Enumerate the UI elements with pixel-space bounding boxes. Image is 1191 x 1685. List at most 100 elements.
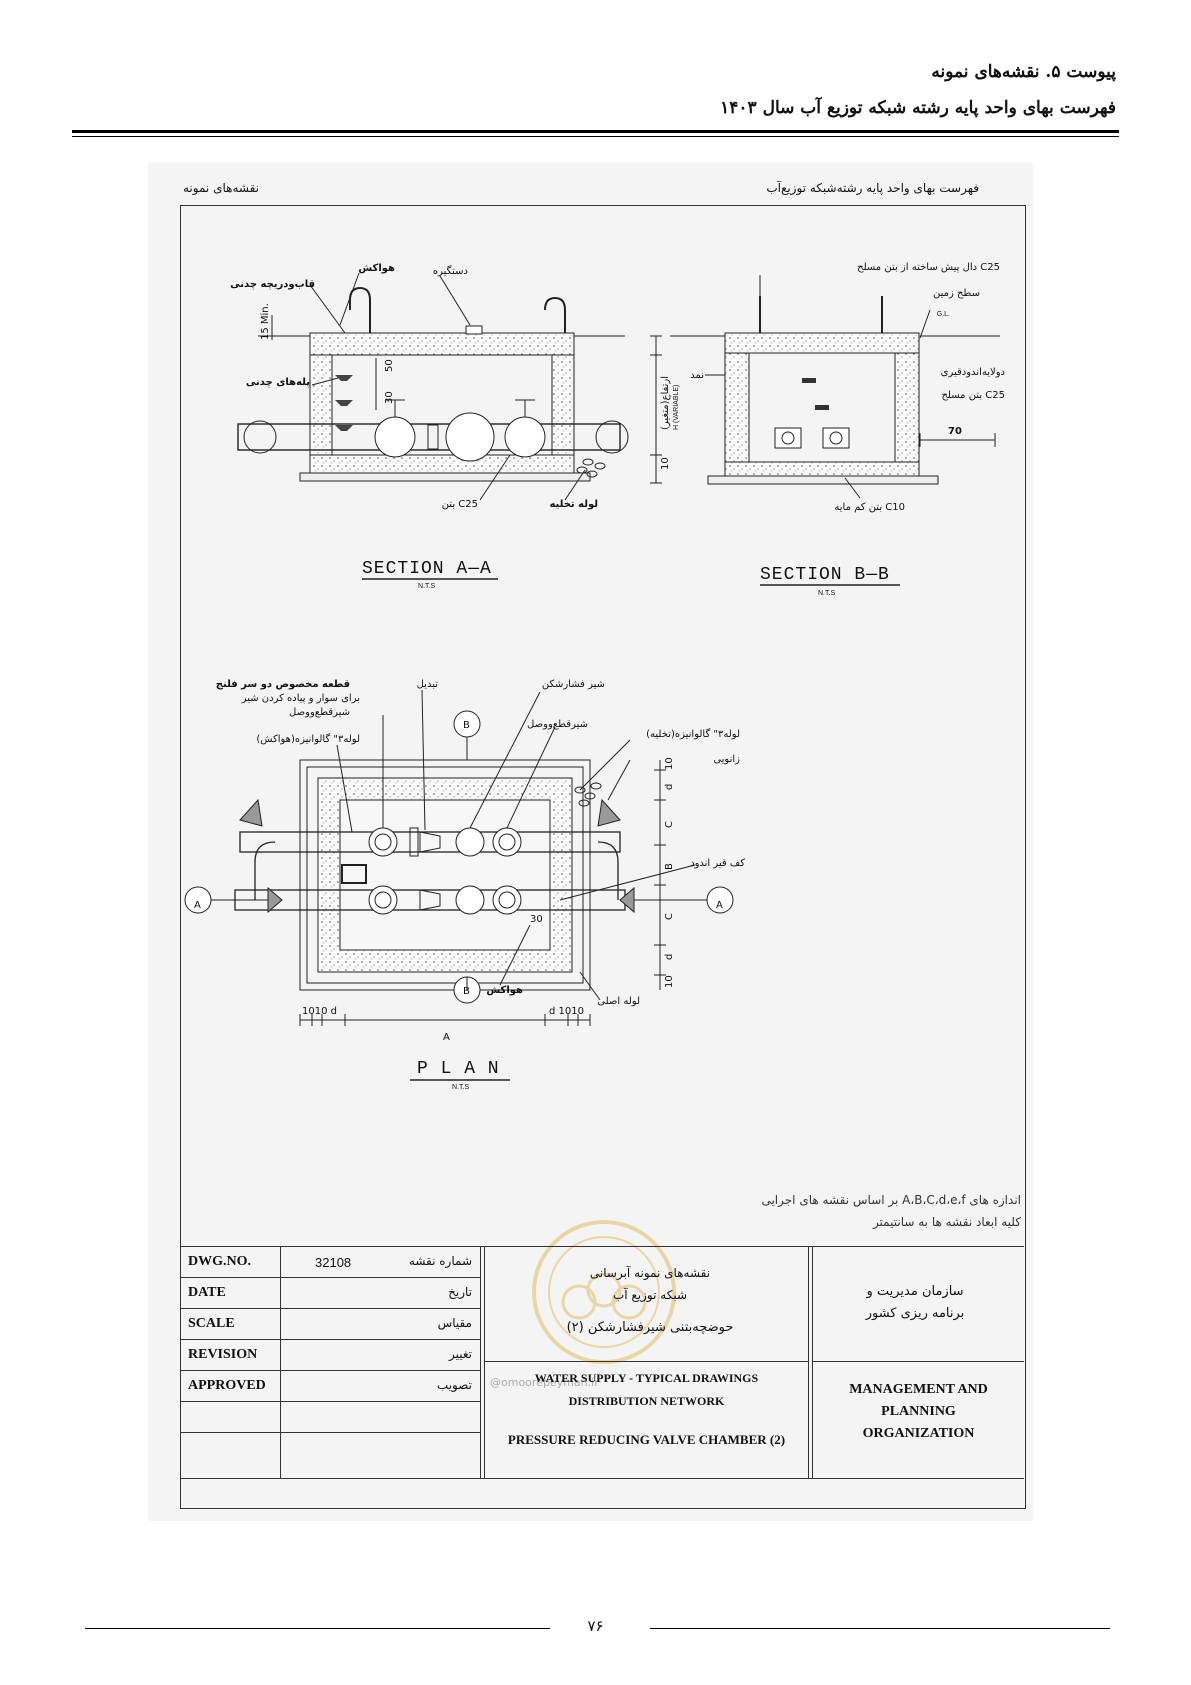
tb-row-dwgno-en: DWG.NO. <box>188 1254 251 1269</box>
sheet-corner-right: فهرست بهای واحد پایه رشته‌شبکه توزیع‌آب <box>766 181 979 195</box>
footer-rule-left <box>85 1628 550 1629</box>
section-b-valve-1 <box>774 427 802 449</box>
section-a-title: SECTION A—A <box>362 559 492 579</box>
tb-center-en-2: DISTRIBUTION NETWORK <box>568 1394 725 1408</box>
plan-label-air-pipe: لوله٣" گالوانیزه(هواکش) <box>256 733 360 745</box>
sb-label-bitumen: دولایه‌اندودقیری <box>941 367 1005 378</box>
page-number: ۷۶ <box>587 1617 604 1635</box>
tb-row-approved-en: APPROVED <box>188 1378 266 1393</box>
plan-cut-b-top-label: B <box>463 720 470 731</box>
plan-cut-b-bottom-label: B <box>463 986 470 997</box>
plan-dim-30: 30 <box>530 914 543 925</box>
section-b-valve-2 <box>822 427 850 449</box>
plan-prv-upper <box>455 827 485 857</box>
sb-dim-70: 70 <box>948 426 962 437</box>
sb-label-seal: نمد <box>690 370 704 381</box>
plan-outer-boundary <box>299 759 591 991</box>
plan-label-gate-valve: شیرقطع‌ووصل <box>289 707 350 718</box>
tb-org-en-2: PLANNING <box>881 1404 956 1419</box>
tb-row-dwgno-fa: شماره نقشه <box>408 1254 472 1268</box>
section-a-air-vent-pipe <box>349 286 371 333</box>
plan-drawing <box>184 689 734 1026</box>
plan-dims-bottom-left: 1010 d <box>302 1006 337 1017</box>
sa-dim-15min: 15 Min. <box>260 303 271 340</box>
tb-row-revision-fa: تغییر <box>449 1347 472 1361</box>
sa-label-air-valve: هواکش <box>358 263 395 274</box>
sa-dim-50: 50 <box>384 359 395 372</box>
note-line-1: اندازه های A،B،C،d،e،f بر اساس نقشه های … <box>761 1193 1021 1207</box>
tb-center-fa-2: شبکه توزیع آب <box>612 1288 688 1302</box>
sb-label-gl: G.L. <box>937 311 950 318</box>
watermark-logo <box>532 1220 676 1364</box>
section-b-drawing <box>670 275 1000 499</box>
tb-center-fa-1: نقشه‌های نمونه آبرسانی <box>589 1266 711 1280</box>
tb-watermark-text: @omoorepeyman.ir <box>490 1376 599 1389</box>
plan-label-floor: کف قیر اندود <box>690 858 745 869</box>
section-a-prv <box>445 412 495 462</box>
plan-label-elbow: زانویی <box>713 754 740 765</box>
section-a-scale: N.T.S <box>418 583 435 590</box>
plan-dim-d-lower: d <box>664 954 675 960</box>
header-rule-thin <box>72 136 1119 137</box>
tb-org-fa-1: سازمان مدیریت و <box>866 1284 964 1299</box>
sheet-corner-left: نقشه‌های نمونه <box>183 181 259 195</box>
section-a-drawing <box>237 272 662 501</box>
plan-dim-c-upper: C <box>664 821 675 828</box>
tb-center-fa-3: حوضچه‌بتنی شیرفشارشکن (٢) <box>566 1320 734 1335</box>
tb-row-date-en: DATE <box>188 1285 226 1300</box>
section-b-title: SECTION B—B <box>760 565 890 585</box>
header-line-1: پیوست ۵. نقشه‌های نمونه <box>931 62 1116 82</box>
section-b-right-wall <box>894 332 920 476</box>
sa-dim-10: 10 <box>660 457 671 470</box>
plan-scale: N.T.S <box>452 1084 469 1091</box>
section-b-scale: N.T.S <box>818 590 835 597</box>
section-a-gate-valve-1 <box>374 416 416 458</box>
section-b-lean-concrete <box>707 475 939 485</box>
plan-label-reducer: تبدیل <box>417 679 439 690</box>
sb-label-ground: سطح زمین <box>933 288 980 299</box>
plan-dim-a: A <box>443 1032 450 1043</box>
tb-row-date-fa: تاریخ <box>448 1285 472 1299</box>
gear-icon <box>561 1284 597 1320</box>
sa-dim-30: 30 <box>384 391 395 404</box>
plan-steps <box>341 864 367 884</box>
sa-label-concrete: بتن C25 <box>442 499 478 510</box>
section-a-roof-slab <box>309 332 575 356</box>
section-b-left-wall <box>724 332 750 476</box>
tb-row-scale-fa: مقیاس <box>437 1316 472 1330</box>
plan-pipe-upper <box>239 831 621 853</box>
section-a-lean-concrete <box>299 472 591 482</box>
plan-chamber-floor <box>339 799 551 951</box>
sa-dim-height: H (VARIABLE) <box>673 385 680 430</box>
drawing-frame <box>180 205 1026 1509</box>
sa-label-drain: لوله تخلیه <box>549 499 598 510</box>
plan-label-main-pipe: لوله اصلی <box>597 996 640 1007</box>
plan-title: P L A N <box>417 1059 500 1079</box>
plan-label-drain-pipe: لوله٣" گالوانیزه(تخلیه) <box>646 728 740 740</box>
section-b-base-slab <box>724 461 920 477</box>
plan-dim-10-upper: 10 <box>664 757 675 770</box>
section-b-roof-slab <box>724 332 920 354</box>
plan-label-gate-valve-2: شیرقطع‌ووصل <box>527 719 588 730</box>
title-block: DWG.NO. 32108 شماره نقشه DATE تاریخ SCAL… <box>180 1246 1024 1479</box>
plan-dim-d-upper: d <box>664 784 675 790</box>
plan-label-special-piece: قطعه مخصوص دو سر فلنج <box>216 679 350 690</box>
tb-org-en-1: MANAGEMENT AND <box>849 1382 988 1397</box>
header-line-2: فهرست بهای واحد پایه رشته شبکه توزیع آب … <box>720 98 1116 118</box>
tb-row-approved-fa: تصویب <box>436 1378 472 1392</box>
note-line-2: کلیه ابعاد نقشه ها به سانتیمتر <box>872 1215 1021 1229</box>
sa-label-frame-cover: قاب‌ودریچه چدنی <box>230 279 315 290</box>
plan-dim-10-lower: 10 <box>664 975 675 988</box>
sa-label-handle: دستگیره <box>433 265 468 277</box>
plan-dims-bottom-right: d 1010 <box>549 1006 584 1017</box>
sa-dim-height-fa: ارتفاع(متغیر) <box>660 376 671 430</box>
tb-row-dwgno-value: 32108 <box>315 1255 352 1270</box>
plan-cut-a-right-label: A <box>716 900 723 911</box>
tb-row-revision-en: REVISION <box>188 1347 258 1362</box>
section-a-handle <box>465 325 483 335</box>
footer-rule-right <box>650 1628 1110 1629</box>
sb-label-rc-concrete: بتن مسلح C25 <box>941 390 1005 401</box>
plan-label-air-valve: هواکش <box>486 985 523 996</box>
plan-label-prv: شیر فشارشکن <box>542 679 605 690</box>
